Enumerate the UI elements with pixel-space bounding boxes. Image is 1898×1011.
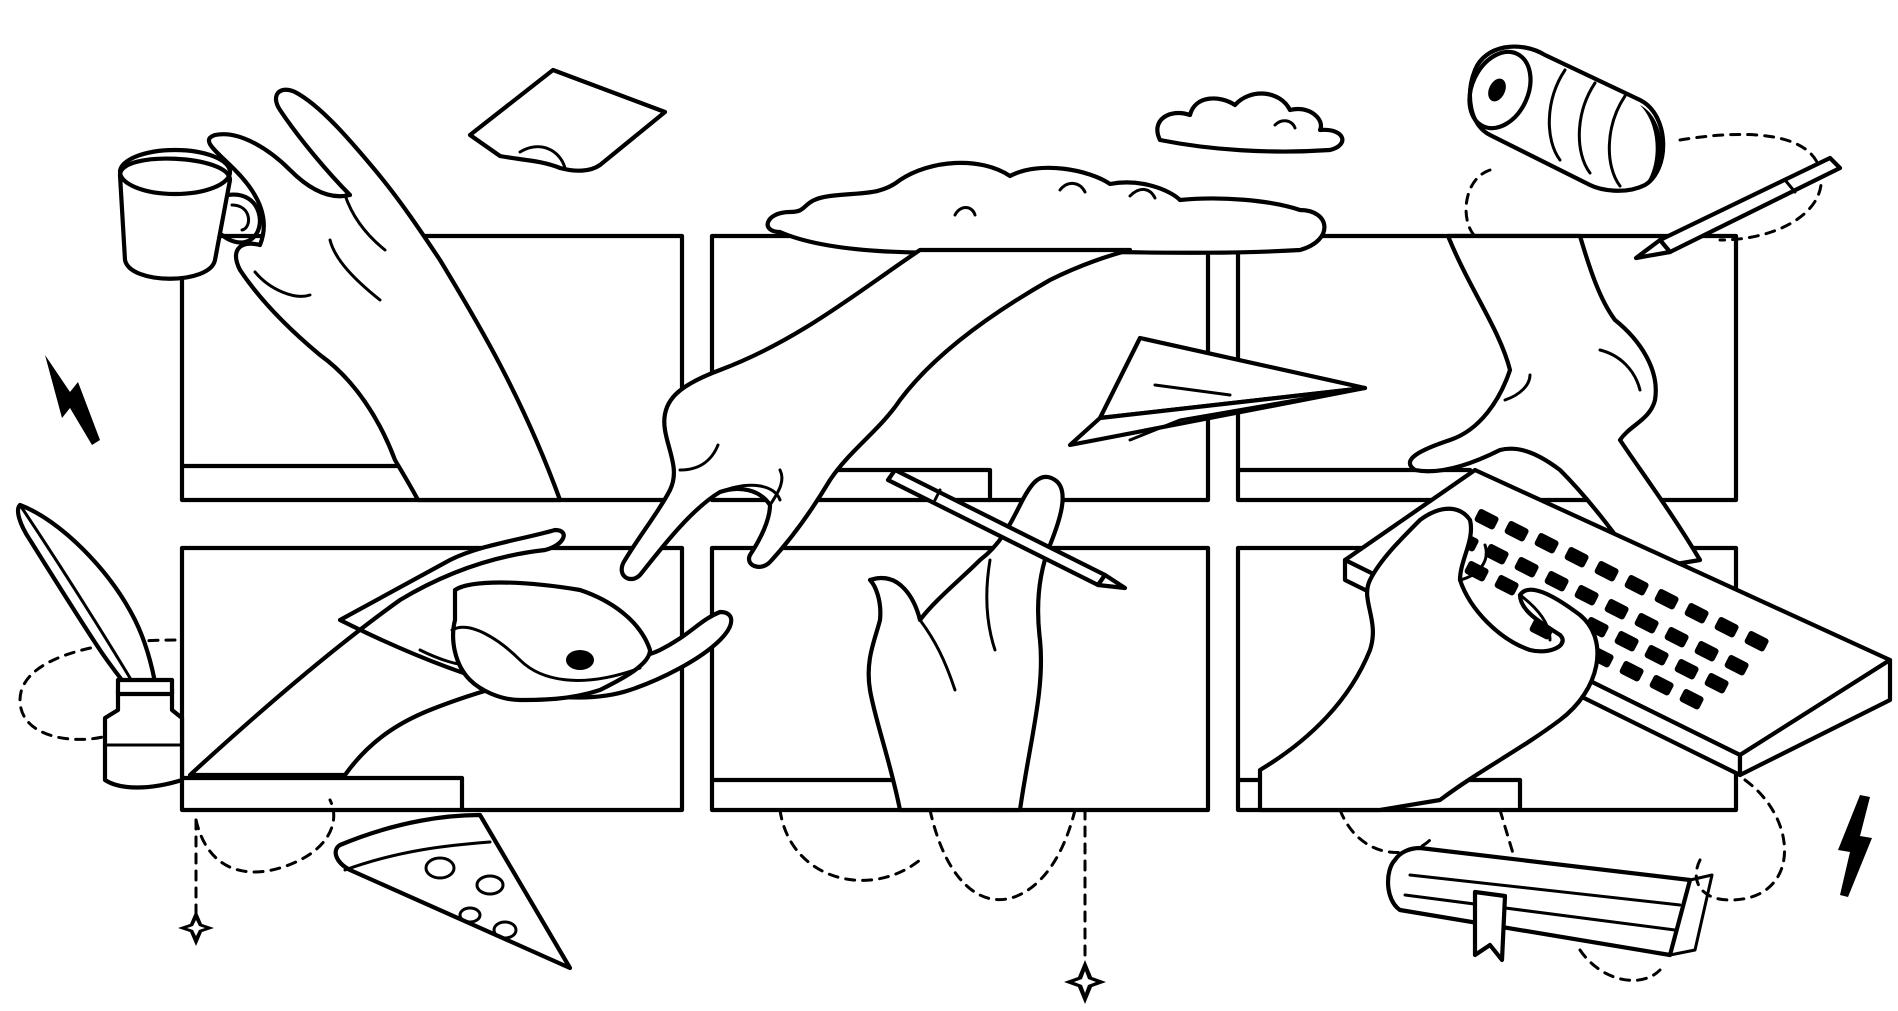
sparkle-icon [178, 910, 214, 946]
hand-holding-mug [206, 87, 563, 503]
coffee-mug-icon [117, 147, 262, 281]
cloud-icon [765, 160, 1327, 255]
pencil-icon [1633, 155, 1843, 261]
pen-icon [885, 467, 1128, 591]
lightning-bolt-icon [1838, 795, 1872, 897]
lightning-bolt-icon [45, 355, 100, 445]
cloud-icon [1155, 91, 1345, 154]
sandwich-icon [450, 580, 653, 703]
hand-top-right [1407, 233, 1703, 573]
dashed-connectors [18, 132, 1823, 982]
ink-bottle-icon [102, 677, 185, 790]
paper-plane-icon [1067, 335, 1368, 448]
hand-on-keyboard [1257, 506, 1600, 813]
sticky-note-icon [467, 67, 668, 173]
book-icon [1386, 845, 1714, 963]
panel-bottom-left [179, 545, 685, 813]
soda-can-icon [1467, 44, 1666, 193]
sparkle-icon [1064, 960, 1106, 1004]
hand-reaching-down [619, 247, 1133, 582]
hands-with-pen [866, 474, 1065, 813]
pizza-slice-icon [333, 812, 573, 971]
